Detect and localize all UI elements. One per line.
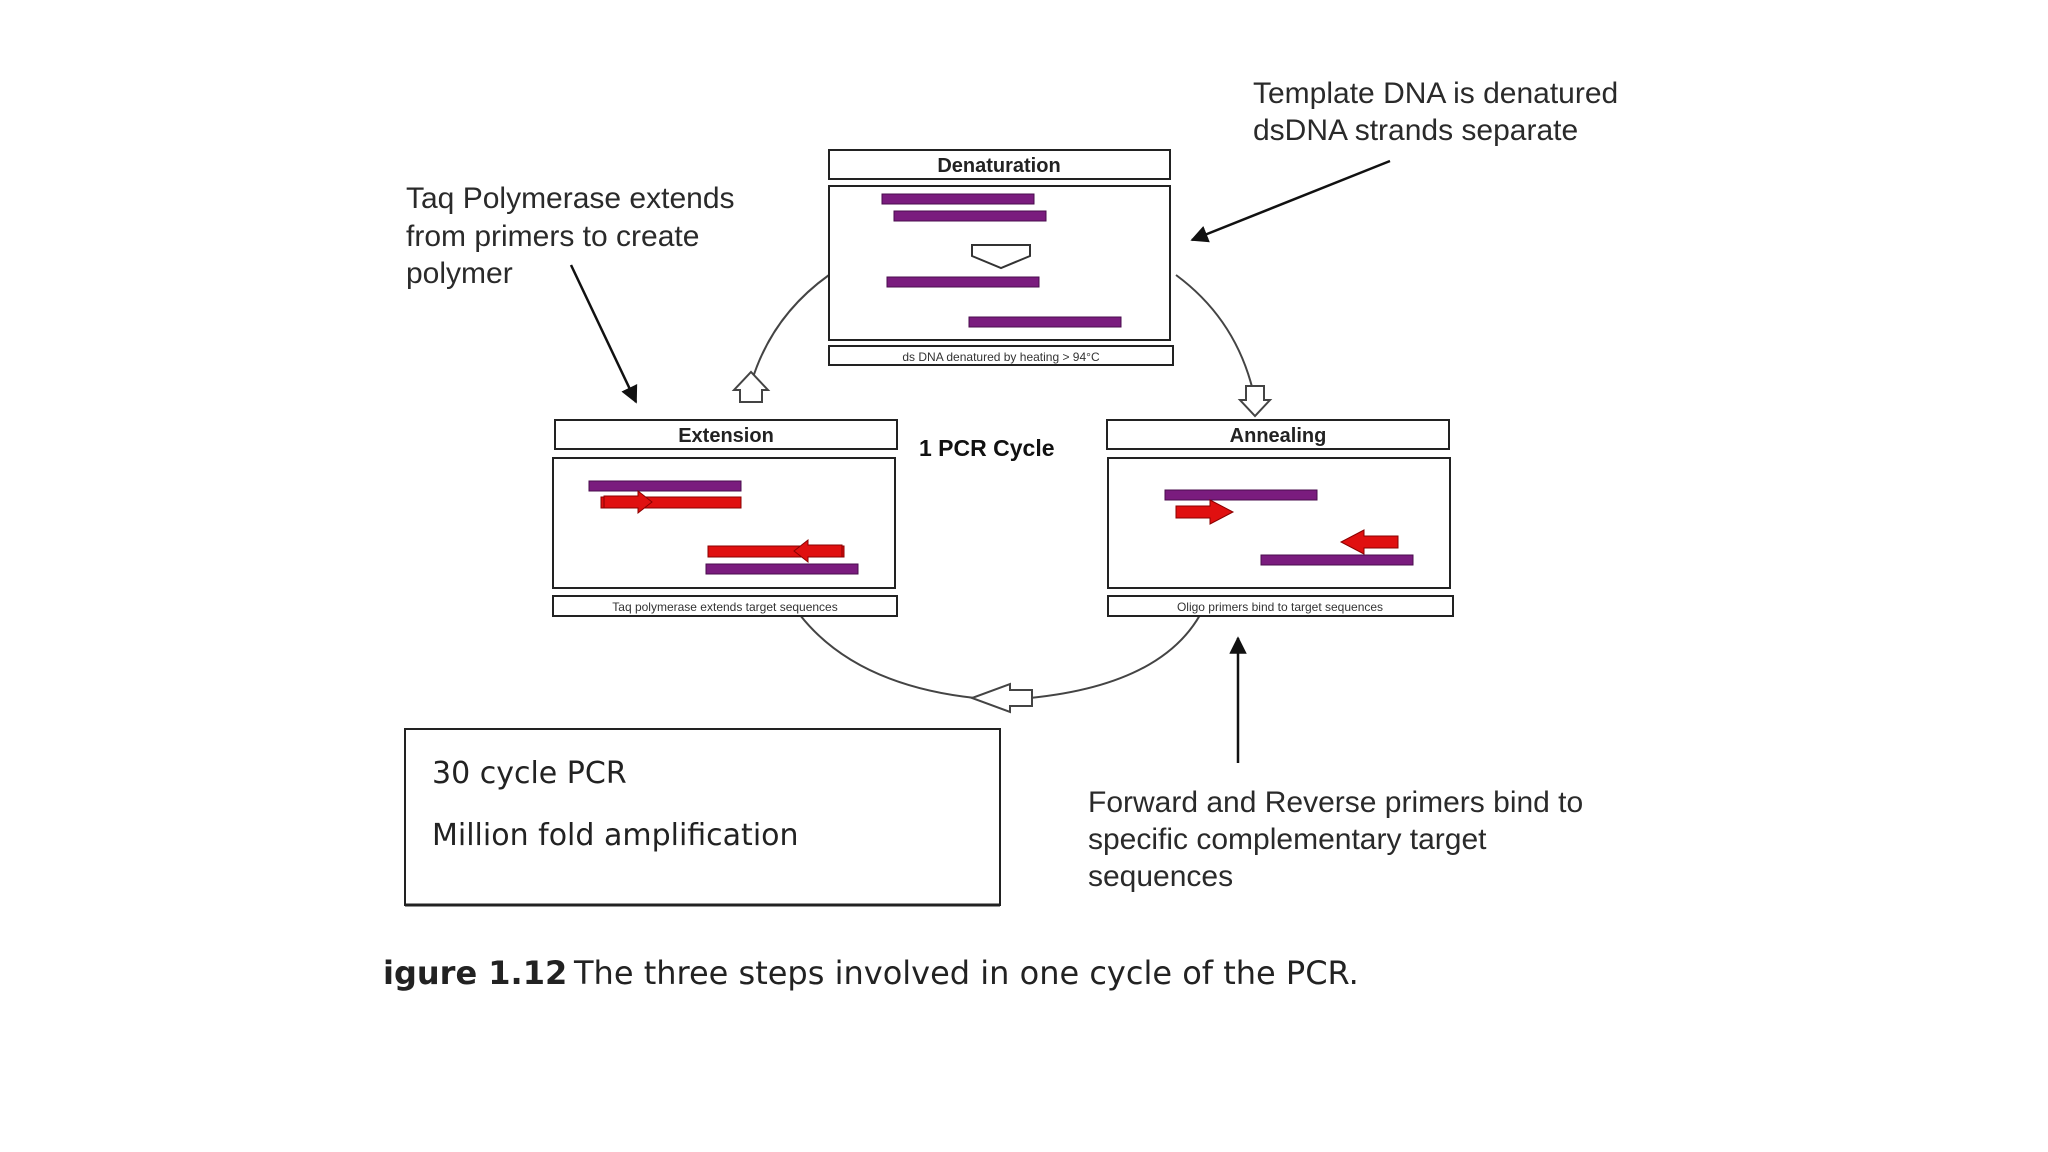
pointer-arrow bbox=[569, 264, 638, 404]
dna-strand bbox=[893, 210, 1047, 222]
annotation-line: from primers to create bbox=[406, 220, 699, 253]
cycle-arc-extension-to-denaturation bbox=[747, 274, 830, 396]
summary-line-2: Million fold amplification bbox=[432, 818, 799, 853]
annealing-annotation: Forward and Reverse primers bind to spec… bbox=[1088, 636, 1583, 893]
figure-caption: igure 1.12 The three steps involved in o… bbox=[383, 954, 1359, 992]
annealing-step: Annealing Oligo primers bind to target s… bbox=[1106, 419, 1454, 617]
dna-strand bbox=[968, 316, 1122, 328]
hollow-down-arrow-icon bbox=[971, 244, 1031, 270]
annotation-line: Template DNA is denatured bbox=[1253, 77, 1618, 110]
primer-extended-strand bbox=[707, 545, 845, 558]
primer-arrow-icon bbox=[1339, 529, 1399, 555]
extension-annotation: Taq Polymerase extends from primers to c… bbox=[406, 182, 735, 404]
annotation-line: polymer bbox=[406, 257, 513, 290]
figure-label: igure 1.12 bbox=[383, 954, 567, 992]
primer-arrow-icon bbox=[603, 489, 653, 515]
dna-strand bbox=[588, 480, 742, 492]
cycle-arc-annealing-to-extension-left bbox=[799, 614, 976, 699]
hollow-up-arrow-icon bbox=[731, 370, 771, 403]
annotation-line: sequences bbox=[1088, 860, 1233, 893]
summary-line-1: 30 cycle PCR bbox=[432, 756, 627, 791]
annotation-line: dsDNA strands separate bbox=[1253, 114, 1578, 147]
annotation-line: specific complementary target bbox=[1088, 823, 1487, 856]
dna-strand bbox=[881, 193, 1035, 205]
primer-arrow-icon bbox=[793, 538, 843, 564]
annealing-caption: Oligo primers bind to target sequences bbox=[1177, 600, 1383, 614]
dna-strand bbox=[1260, 554, 1414, 566]
denaturation-caption: ds DNA denatured by heating > 94°C bbox=[902, 350, 1100, 364]
denaturation-step: Denaturation ds DNA denatured by heating… bbox=[828, 149, 1174, 366]
hollow-down-arrow-icon bbox=[1237, 385, 1273, 418]
cycle-label: 1 PCR Cycle bbox=[919, 435, 1055, 461]
primer-arrow-icon bbox=[1175, 499, 1235, 525]
primer-extended-strand bbox=[600, 496, 742, 509]
annealing-panel bbox=[1107, 457, 1451, 589]
dna-strand bbox=[705, 563, 859, 575]
extension-caption: Taq polymerase extends target sequences bbox=[612, 600, 837, 614]
cycle-arc-denaturation-to-annealing bbox=[1175, 274, 1255, 396]
dna-strand bbox=[1164, 489, 1318, 501]
hollow-left-arrow-icon bbox=[969, 682, 1033, 714]
annotation-line: Taq Polymerase extends bbox=[406, 182, 735, 215]
extension-step: Extension Taq polymerase extends target … bbox=[552, 419, 898, 617]
pointer-arrow bbox=[1190, 159, 1391, 243]
annealing-title: Annealing bbox=[1230, 425, 1327, 447]
cycle-arc-annealing-to-extension bbox=[1029, 614, 1201, 699]
denaturation-title: Denaturation bbox=[937, 155, 1060, 177]
figure-caption-text: The three steps involved in one cycle of… bbox=[573, 954, 1359, 992]
dna-strand bbox=[886, 276, 1040, 288]
summary-box: 30 cycle PCR Million fold amplification bbox=[404, 728, 1001, 907]
extension-title: Extension bbox=[678, 425, 774, 447]
annotation-line: Forward and Reverse primers bind to bbox=[1088, 786, 1583, 819]
denaturation-annotation: Template DNA is denatured dsDNA strands … bbox=[1190, 77, 1618, 243]
